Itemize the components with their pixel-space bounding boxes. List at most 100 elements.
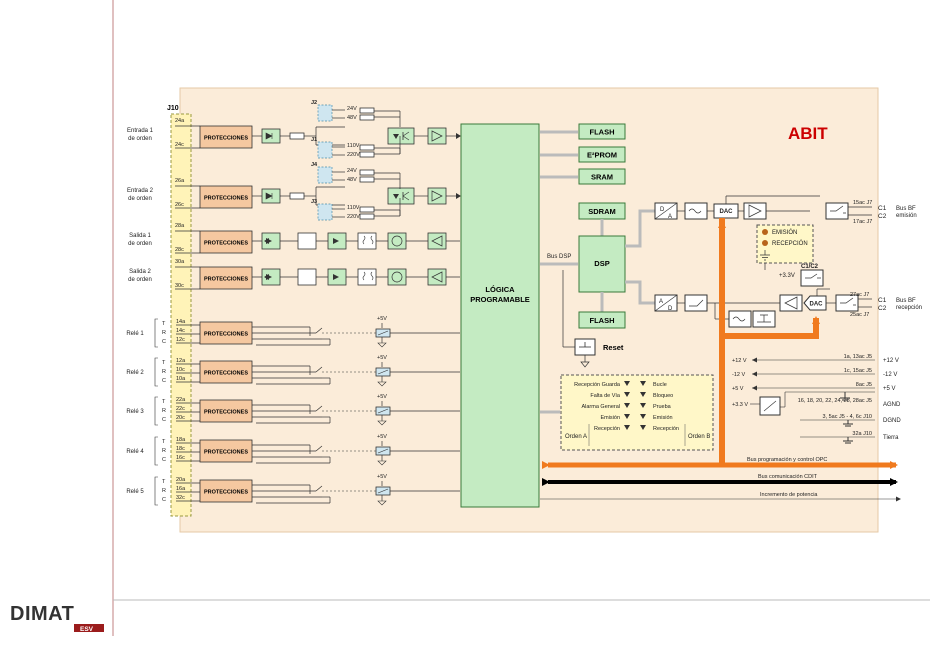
- jumper-icon: [317, 166, 333, 184]
- resistor-icon: [359, 206, 375, 213]
- driver-triangle-icon: [431, 235, 443, 247]
- led-label-left: Alarma General: [581, 404, 620, 410]
- trc-bracket: [154, 476, 158, 506]
- rx-bus-label2: recepción: [896, 305, 922, 311]
- protecciones-label: PROTECCIONES: [204, 277, 248, 283]
- rx-switch-block: [684, 294, 708, 312]
- tx-bus-label2: emisión: [896, 213, 917, 219]
- power-left-label: +5 V: [732, 386, 744, 392]
- power-left-label: +3.3 V: [732, 402, 748, 408]
- trc-letter: C: [162, 457, 166, 463]
- relay-pin: 18c: [176, 446, 185, 452]
- relay-label: Relé 5: [126, 489, 144, 495]
- coil-glyph: [391, 271, 403, 283]
- dsp-bus-label: Bus DSP: [547, 254, 571, 260]
- resistor-icon: [359, 107, 375, 114]
- svg-text:A: A: [668, 214, 672, 220]
- indicator-recepcion: RECEPCIÓN: [772, 240, 808, 247]
- led-icon: [640, 414, 646, 419]
- jumper-name: J1: [311, 137, 317, 143]
- relay-pin: 18a: [176, 437, 186, 443]
- relay-label: Relé 3: [126, 409, 144, 415]
- power-left-label: -12 V: [732, 372, 745, 378]
- memory-sram: SRAM: [540, 168, 626, 185]
- jumper-v1: 24V: [347, 106, 357, 112]
- wire: [377, 488, 389, 494]
- output-pin-top: 28a: [175, 223, 185, 229]
- buffer-triangle-icon: [431, 130, 443, 142]
- ground-icon: [377, 500, 387, 506]
- buffer-icon: [427, 187, 447, 205]
- diagram-title: ABIT: [788, 124, 828, 143]
- rx-c2: C2: [878, 305, 887, 312]
- arrow-left-icon: [264, 238, 269, 244]
- relay-pin: 10a: [176, 376, 186, 382]
- buffer-icon: [427, 127, 447, 145]
- led-icon: [640, 381, 646, 386]
- wire: [377, 448, 389, 454]
- relay-coil-icon: [387, 232, 407, 250]
- led-icon: [640, 403, 646, 408]
- input-pin-bottom: 24c: [175, 142, 184, 148]
- io-rows: Entrada 1de orden24a24cPROTECCIONESEntra…: [126, 118, 461, 506]
- indicator-emision: EMISIÓN: [772, 229, 797, 236]
- relay-pin: 14c: [176, 328, 185, 334]
- led-label-right: Emisión: [653, 415, 673, 421]
- bus-cdit-label: Bus comunicación CDIT: [758, 474, 818, 480]
- jumper-v1: 110V: [347, 205, 360, 211]
- relay-pin: 14a: [176, 319, 186, 325]
- jumper-icon: [317, 203, 333, 221]
- led-label-left: Falta de Vía: [590, 393, 621, 399]
- output-pin-bottom: 30c: [175, 283, 184, 289]
- coil-glyph: [391, 235, 403, 247]
- coupling-icon: [357, 232, 377, 250]
- logic-label-2: PROGRAMABLE: [470, 295, 530, 304]
- power-pins: 8ac J5: [856, 382, 872, 388]
- ground-icon: [377, 420, 387, 426]
- protecciones-label: PROTECCIONES: [204, 450, 248, 456]
- arrow-left-icon: [752, 357, 757, 363]
- led-icon: [624, 403, 630, 408]
- logic-label-1: LÓGICA: [485, 285, 515, 294]
- driver-triangle-icon: [431, 271, 443, 283]
- coupling-icon: [357, 268, 377, 286]
- bus-inc-label: Incremento de potencia: [760, 492, 818, 498]
- relay-pin: 22a: [176, 397, 186, 403]
- relay-label: Relé 2: [126, 370, 144, 376]
- relay-label: Relé 4: [126, 449, 144, 455]
- protecciones-label: PROTECCIONES: [204, 371, 248, 377]
- diode-icon: [265, 192, 273, 200]
- protecciones-label: PROTECCIONES: [204, 241, 248, 247]
- power-pins: 3, 5ac J5 - 4, 6c J10: [822, 414, 872, 420]
- led-icon: [624, 392, 630, 397]
- trc-letter: C: [162, 417, 166, 423]
- output-label-2: de orden: [128, 241, 152, 247]
- wire: [402, 135, 410, 141]
- arrow-icon: [456, 193, 461, 199]
- resistor-icon: [359, 144, 375, 151]
- transformer-glyph: [362, 235, 374, 245]
- transformer-icon: [297, 232, 317, 250]
- power-pins: 16, 18, 20, 22, 24, 28, 28ac J5: [798, 398, 872, 404]
- trc-bracket: [154, 396, 158, 426]
- orden-b-label: Orden B: [688, 434, 710, 440]
- resistor-icon: [359, 169, 375, 176]
- c1c2-label: C1/C2: [801, 264, 819, 270]
- trc-letter: T: [162, 479, 166, 485]
- jumper-name: J3: [311, 199, 317, 205]
- protecciones-block: [199, 230, 253, 254]
- ground-icon: [377, 342, 387, 348]
- power-right-label: DGND: [883, 418, 901, 424]
- rx-pin2: 25ac J7: [850, 312, 869, 318]
- led-label-right: Prueba: [653, 404, 672, 410]
- tx-bus-label: Bus BF: [896, 206, 916, 212]
- trc-bracket: [154, 318, 158, 348]
- jumper-v1: 24V: [347, 168, 357, 174]
- arrow-left-icon: [752, 371, 757, 377]
